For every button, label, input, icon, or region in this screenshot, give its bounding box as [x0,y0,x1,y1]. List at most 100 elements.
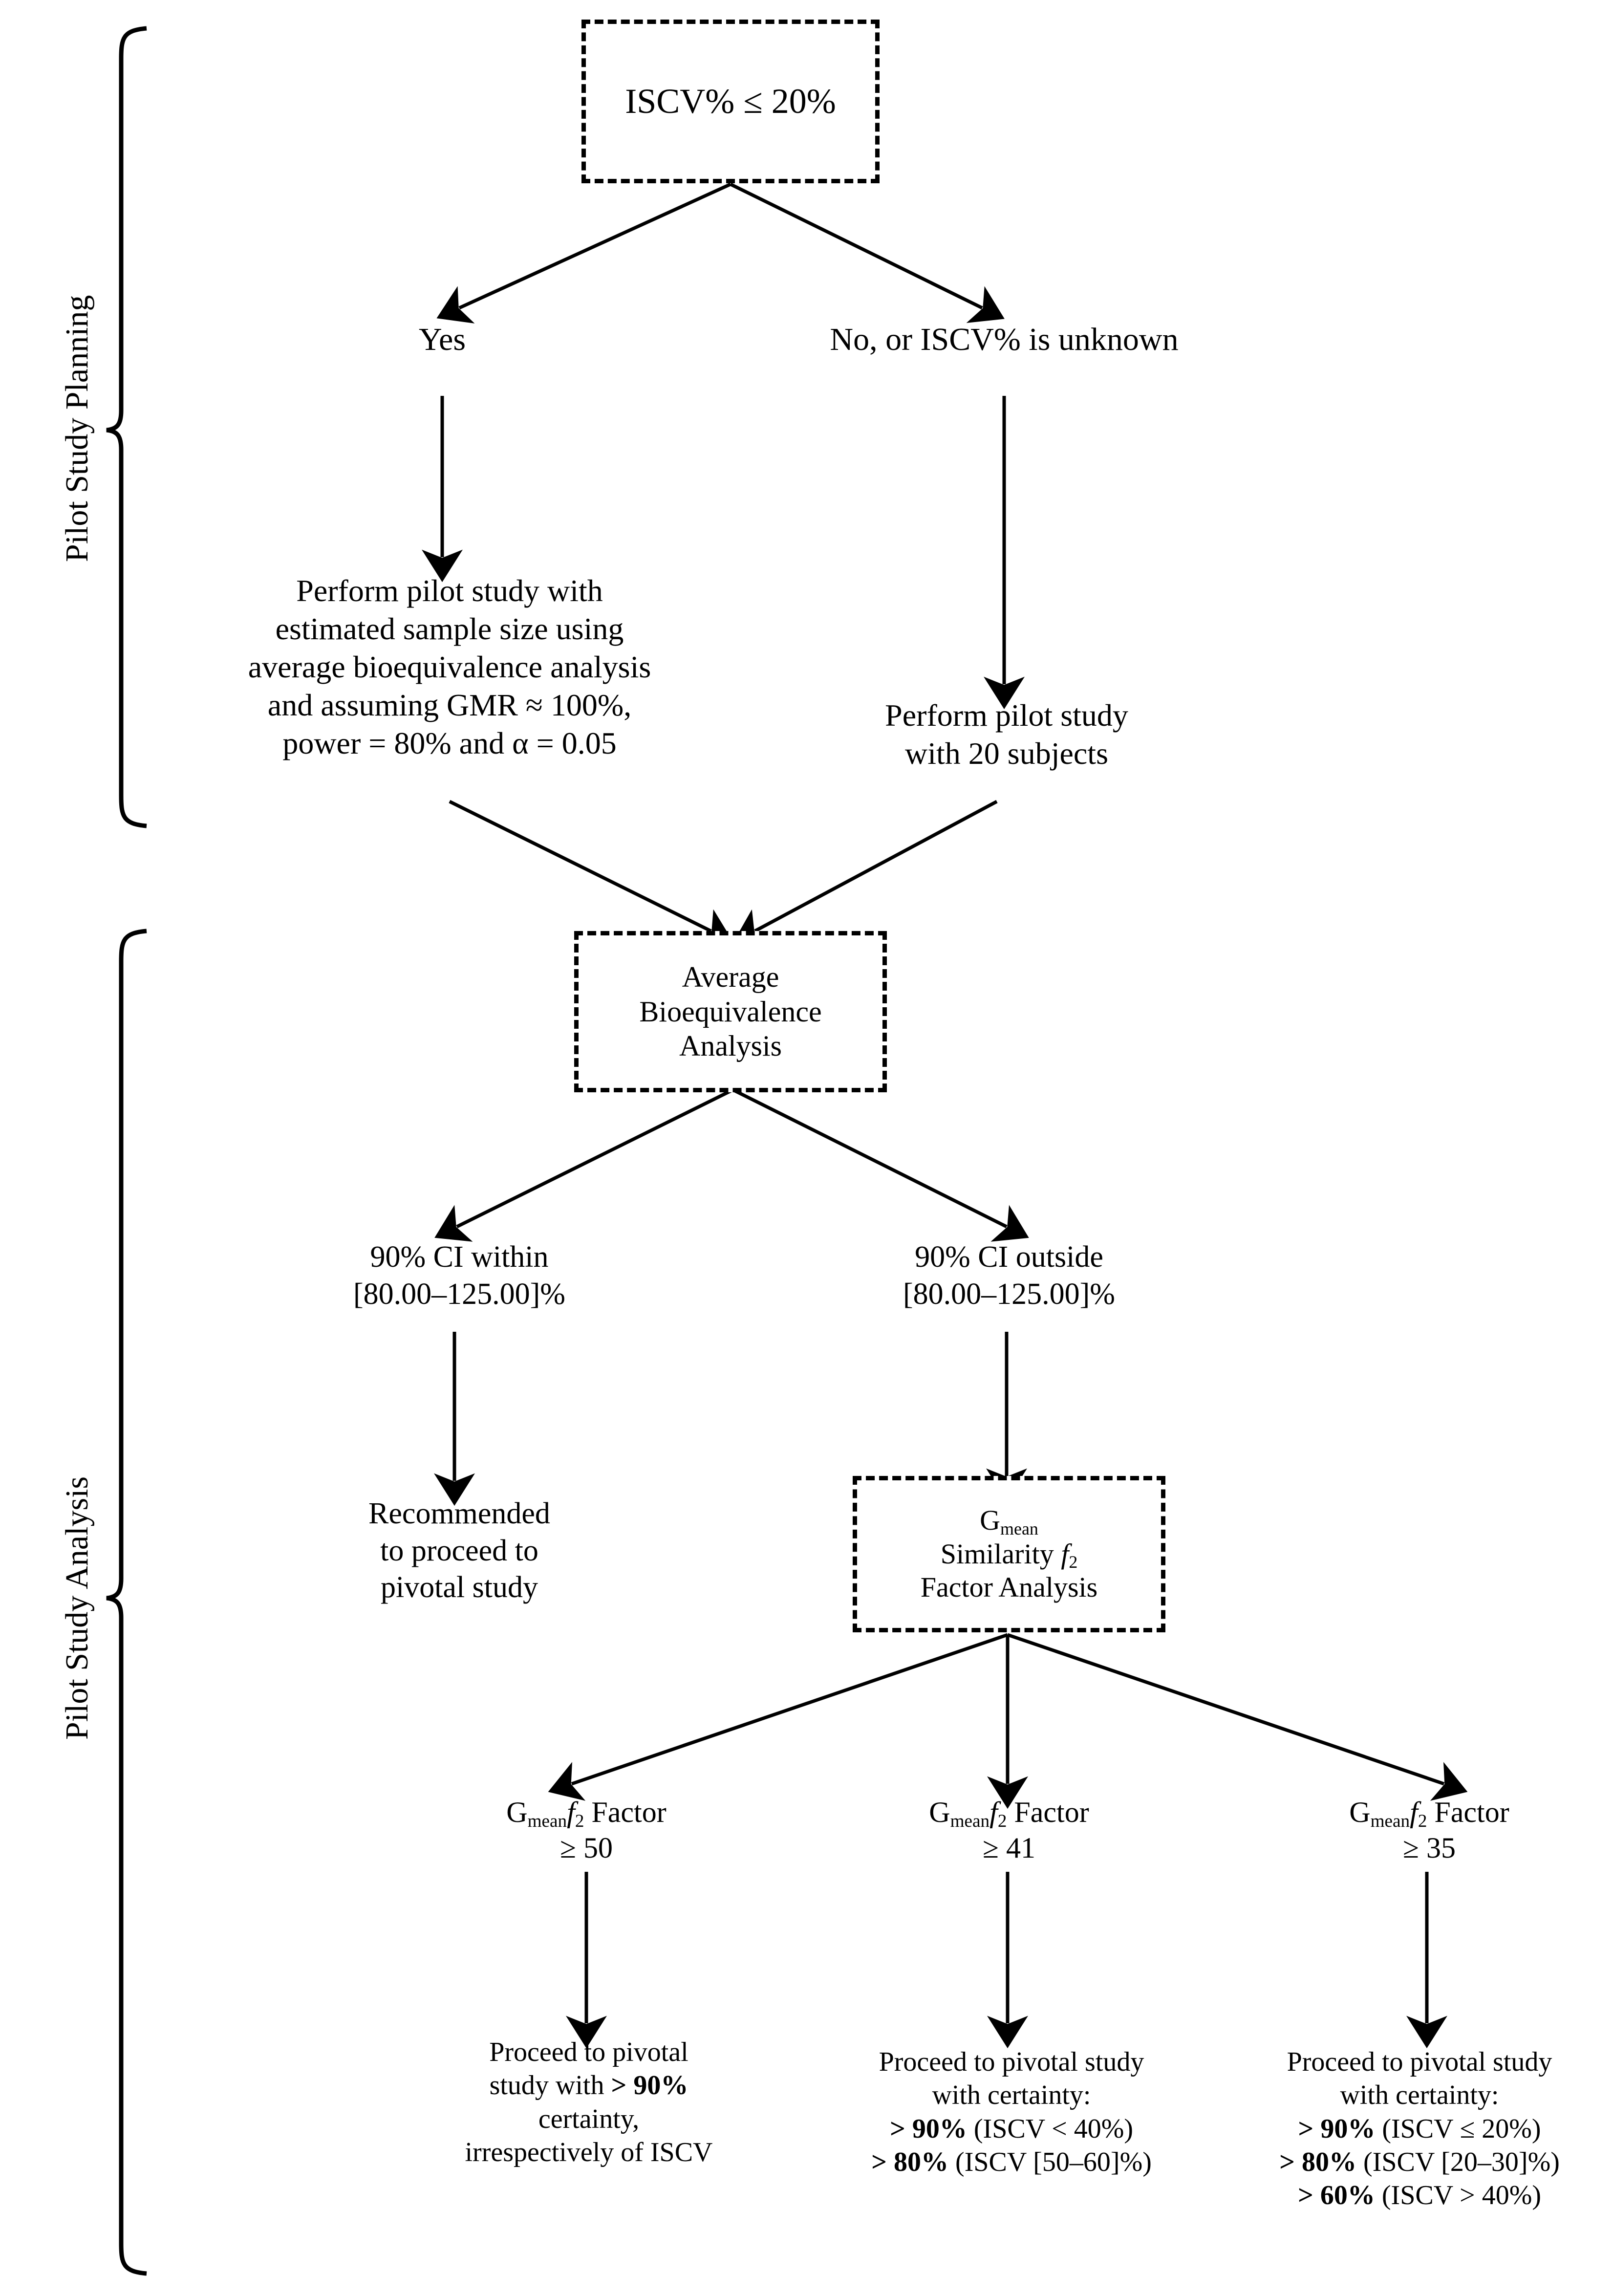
f2-ge-35-f-italic: f [1410,1796,1418,1828]
pilot-estimated-line-5: power = 80% and α = 0.05 [282,726,617,761]
recommended-line-1: Recommended [368,1497,550,1530]
abe-line-3: Analysis [679,1030,782,1062]
outcome-35-item-1: > 90% (ISCV ≤ 20%) [1226,2112,1613,2145]
outcome-35-item-2-condition: (ISCV [20–30]%) [1356,2146,1560,2177]
f2-ge-41-mean-sub: mean [950,1811,990,1831]
pilot-20-line-2: with 20 subjects [905,736,1108,771]
arrow-iscv-to-yes [436,182,731,324]
f2-ge-35-f-sub: 2 [1418,1811,1427,1831]
f2-ge-50-f-sub: 2 [575,1811,584,1831]
outcome-41-item-2-condition: (ISCV [50–60]%) [948,2146,1152,2177]
ci-within-line-1: 90% CI within [370,1240,549,1274]
outcome-35-line-2: with certainty: [1340,2080,1499,2111]
f2-ge-41-title: Gmeanf2 Factor [853,1795,1165,1831]
f2-ge-41-factor: Factor [1007,1796,1089,1828]
f2-ge-50-title: Gmeanf2 Factor [430,1795,743,1831]
outcome-35-item-3-condition: (ISCV > 40%) [1375,2180,1542,2211]
f2-ge-50-mean-sub: mean [527,1811,567,1831]
section-label-analysis: Pilot Study Analysis [59,1476,95,1740]
outcome-50-line-2: study with > 90% [420,2069,757,2102]
arrow-abe-to-ci-outside [732,1088,1029,1242]
outcome-35-item-1-condition: (ISCV ≤ 20%) [1375,2113,1541,2144]
arrow-pilot-20-to-abe [732,800,998,946]
abe-line-2: Bioequivalence [639,995,822,1028]
outcome-50-line-1: Proceed to pivotal [489,2037,688,2067]
section-label-planning: Pilot Study Planning [59,295,95,562]
f2-ge-50-value: ≥ 50 [560,1832,613,1864]
ci-outside-line-2: [80.00–125.00]% [903,1277,1115,1311]
pilot-estimated-line-1: Perform pilot study with [296,573,603,608]
outcome-50-study-with: study with [489,2070,611,2101]
f2-ge-35-g: G [1349,1796,1371,1828]
node-pilot-20-subjects: Perform pilot study with 20 subjects [821,696,1192,773]
branch-yes-label: Yes [418,322,466,357]
arrow-f2-to-ge35 [1007,1633,1468,1801]
arrow-pilot-estimated-to-abe [449,800,733,946]
recommended-line-2: to proceed to [380,1534,538,1567]
arrow-f2-to-ge50 [548,1633,1009,1801]
node-recommended-proceed: Recommended to proceed to pivotal study [293,1495,625,1606]
node-outcome-ge-35: Proceed to pivotal study with certainty:… [1226,2045,1613,2212]
f2-ge-50-f-italic: f [567,1796,575,1828]
outcome-41-item-2: > 80% (ISCV [50–60]%) [821,2145,1202,2179]
f2-analysis-line-1: Gmean [980,1504,1038,1538]
f2-analysis-f-italic: f [1061,1538,1069,1570]
pilot-estimated-line-2: estimated sample size using [275,611,624,647]
f2-ge-41-g: G [929,1796,950,1828]
node-pilot-estimated: Perform pilot study with estimated sampl… [173,572,726,762]
outcome-35-item-2: > 80% (ISCV [20–30]%) [1226,2145,1613,2179]
node-branch-no: No, or ISCV% is unknown [774,320,1234,360]
node-iscv-decision[interactable]: ISCV% ≤ 20% [581,20,880,183]
outcome-35-item-1-threshold: > 90% [1298,2113,1376,2144]
abe-line-1: Average [682,960,779,993]
f2-ge-41-value: ≥ 41 [983,1832,1035,1864]
outcome-50-line-4: irrespectively of ISCV [465,2137,713,2167]
node-ci-outside: 90% CI outside [80.00–125.00]% [853,1239,1165,1313]
f2-ge-35-title: Gmeanf2 Factor [1273,1795,1586,1831]
outcome-50-line-3: certainty, [538,2103,640,2134]
f2-ge-50-g: G [506,1796,528,1828]
f2-ge-35-value: ≥ 35 [1403,1832,1456,1864]
branch-no-label: No, or ISCV% is unknown [830,322,1179,357]
arrow-iscv-to-no [730,182,1005,323]
f2-analysis-line-3: Factor Analysis [920,1571,1098,1603]
outcome-35-item-2-threshold: > 80% [1279,2146,1357,2177]
node-average-bioequivalence-analysis[interactable]: Average Bioequivalence Analysis [574,931,887,1092]
ci-outside-line-1: 90% CI outside [915,1240,1103,1274]
outcome-41-item-1-condition: (ISCV < 40%) [967,2113,1134,2144]
outcome-41-item-2-threshold: > 80% [871,2146,949,2177]
node-outcome-ge-41: Proceed to pivotal study with certainty:… [821,2045,1202,2179]
f2-analysis-mean-sub: mean [1000,1518,1038,1538]
outcome-35-line-1: Proceed to pivotal study [1287,2047,1552,2077]
node-iscv-decision-label: ISCV% ≤ 20% [625,82,836,121]
outcome-50-threshold: > 90% [611,2070,688,2101]
f2-analysis-f-sub: 2 [1069,1552,1078,1572]
outcome-35-item-3: > 60% (ISCV > 40%) [1226,2179,1613,2212]
pilot-estimated-line-3: average bioequivalence analysis [248,650,651,685]
f2-analysis-similarity: Similarity [940,1538,1061,1570]
pilot-20-line-1: Perform pilot study [885,698,1128,733]
brace-analysis [106,929,147,2276]
outcome-41-item-1: > 90% (ISCV < 40%) [821,2112,1202,2145]
outcome-35-item-3-threshold: > 60% [1297,2180,1375,2211]
node-f2-ge-41: Gmeanf2 Factor ≥ 41 [853,1795,1165,1866]
node-branch-yes: Yes [371,320,513,360]
f2-ge-50-factor: Factor [584,1796,667,1828]
node-ci-within: 90% CI within [80.00–125.00]% [303,1239,616,1313]
f2-ge-35-mean-sub: mean [1370,1811,1410,1831]
pilot-estimated-line-4: and assuming GMR ≈ 100%, [267,688,632,723]
outcome-41-line-1: Proceed to pivotal study [879,2047,1144,2077]
ci-within-line-2: [80.00–125.00]% [353,1277,565,1311]
f2-ge-41-f-sub: 2 [997,1811,1007,1831]
f2-analysis-line-2: Similarity f2 [940,1538,1078,1572]
outcome-41-line-2: with certainty: [932,2080,1091,2111]
recommended-line-3: pivotal study [380,1571,538,1604]
node-f2-ge-35: Gmeanf2 Factor ≥ 35 [1273,1795,1586,1866]
f2-ge-35-factor: Factor [1427,1796,1509,1828]
node-f2-factor-analysis[interactable]: Gmean Similarity f2 Factor Analysis [853,1476,1165,1632]
f2-ge-41-f-italic: f [989,1796,998,1828]
brace-planning [106,26,147,828]
outcome-41-item-1-threshold: > 90% [889,2113,967,2144]
f2-analysis-g: G [980,1504,1001,1537]
node-outcome-ge-50: Proceed to pivotal study with > 90% cert… [420,2036,757,2169]
